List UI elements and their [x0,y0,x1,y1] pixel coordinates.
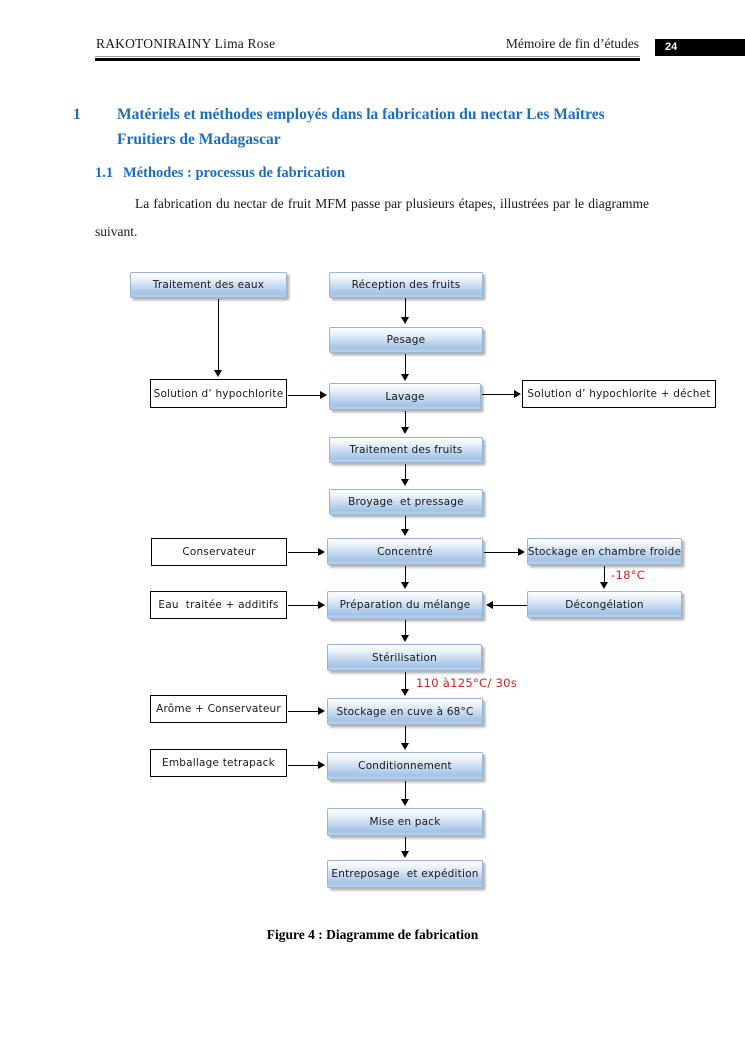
arrow-froide-decongelation-head [600,582,608,589]
flow-node-entreposage: Entreposage et expédition [327,860,483,888]
section-title: Matériels et méthodes employés dans la f… [117,106,605,148]
annotation-temp-cold: -18°C [611,568,646,582]
arrow-pesage-lavage-line [405,354,407,374]
flow-node-pesage: Pesage [329,327,483,353]
flow-node-stockage-froide: Stockage en chambre froide [527,538,682,565]
arrow-decongelation-preparation-line [493,605,527,607]
arrow-eaux-hypochlorite-head [214,370,222,377]
flow-node-sterilisation: Stérilisation [327,644,482,671]
arrow-traitement-broyage-line [405,464,407,479]
arrow-froide-decongelation-line [604,566,606,582]
header-author: RAKOTONIRAINY Lima Rose [96,36,276,51]
arrow-preparation-sterilisation-head [401,635,409,642]
arrow-pack-entreposage-head [401,851,409,858]
arrow-conservateur-concentre-head [318,548,325,556]
arrow-concentre-froide-head [518,548,525,556]
annotation-temp-sterilisation: 110 à125°C/ 30s [416,676,518,690]
arrow-concentre-preparation-line [405,566,407,582]
arrow-sterilisation-cuve-head [401,689,409,696]
arrow-pack-entreposage-line [405,837,407,851]
arrow-cuve-conditionnement-line [405,726,407,743]
arrow-arome-cuve-head [318,707,325,715]
arrow-broyage-concentre-line [405,516,407,529]
arrow-eau-preparation-line [288,605,318,607]
arrow-hypochlorite-lavage-line [288,395,320,397]
arrow-eaux-hypochlorite-line [218,299,220,370]
page-number-badge: 24 [655,39,745,56]
flow-node-stockage-cuve: Stockage en cuve à 68°C [327,698,483,725]
arrow-conditionnement-pack-head [401,799,409,806]
arrow-broyage-concentre-head [401,529,409,536]
flow-node-traitement-eaux: Traitement des eaux [130,272,287,298]
header-rule-thick [95,58,640,61]
arrow-emballage-conditionnement-line [288,765,318,767]
arrow-lavage-traitement-line [405,411,407,427]
flow-node-arome: Arôme + Conservateur [150,695,287,723]
flow-node-mise-en-pack: Mise en pack [327,808,483,836]
arrow-eau-preparation-head [318,601,325,609]
arrow-traitement-broyage-head [401,479,409,486]
arrow-arome-cuve-line [288,711,318,713]
flow-node-traitement-fruits: Traitement des fruits [329,437,483,463]
flow-node-emballage: Emballage tetrapack [150,749,287,777]
arrow-conservateur-concentre-line [288,552,318,554]
arrow-lavage-dechet-head [514,390,521,398]
arrow-concentre-froide-line [484,552,518,554]
arrow-lavage-traitement-head [401,427,409,434]
flow-node-concentre: Concentré [327,538,483,565]
arrow-conditionnement-pack-line [405,781,407,799]
header-doc-title: Mémoire de fin d’études [505,36,639,51]
flow-node-conservateur: Conservateur [151,538,287,566]
flow-node-decongelation: Décongélation [527,591,682,618]
section-heading: 1 Matériels et méthodes employés dans la … [73,103,660,152]
arrow-sterilisation-cuve-line [405,672,407,689]
subsection-number: 1.1 [95,165,114,181]
arrow-hypochlorite-lavage-head [320,391,327,399]
section-number: 1 [73,106,81,123]
body-paragraph: La fabrication du nectar de fruit MFM pa… [95,196,649,239]
flow-node-solution-dechet: Solution d’ hypochlorite + déchet [522,380,716,408]
flow-node-reception-fruits: Réception des fruits [329,272,483,298]
arrow-concentre-preparation-head [401,582,409,589]
flow-node-solution-hypochlorite: Solution d’ hypochlorite [150,379,287,408]
flow-node-preparation: Préparation du mélange [327,591,483,619]
header-rule-thin [95,56,640,57]
subsection-title: Méthodes : processus de fabrication [123,165,346,181]
flow-node-eau-traitee: Eau traitée + additifs [150,591,287,619]
arrow-reception-pesage-head [401,317,409,324]
arrow-pesage-lavage-head [401,374,409,381]
arrow-decongelation-preparation-head [486,601,493,609]
flow-node-lavage: Lavage [329,383,481,410]
arrow-emballage-conditionnement-head [318,761,325,769]
flow-node-conditionnement: Conditionnement [327,752,483,780]
figure-caption: Figure 4 : Diagramme de fabrication [266,927,479,942]
flow-node-broyage: Broyage et pressage [329,489,483,515]
arrow-cuve-conditionnement-head [401,743,409,750]
arrow-preparation-sterilisation-line [405,620,407,635]
arrow-lavage-dechet-line [482,394,514,396]
subsection-heading: 1.1 Méthodes : processus de fabrication [95,165,345,182]
arrow-reception-pesage-line [405,298,407,317]
